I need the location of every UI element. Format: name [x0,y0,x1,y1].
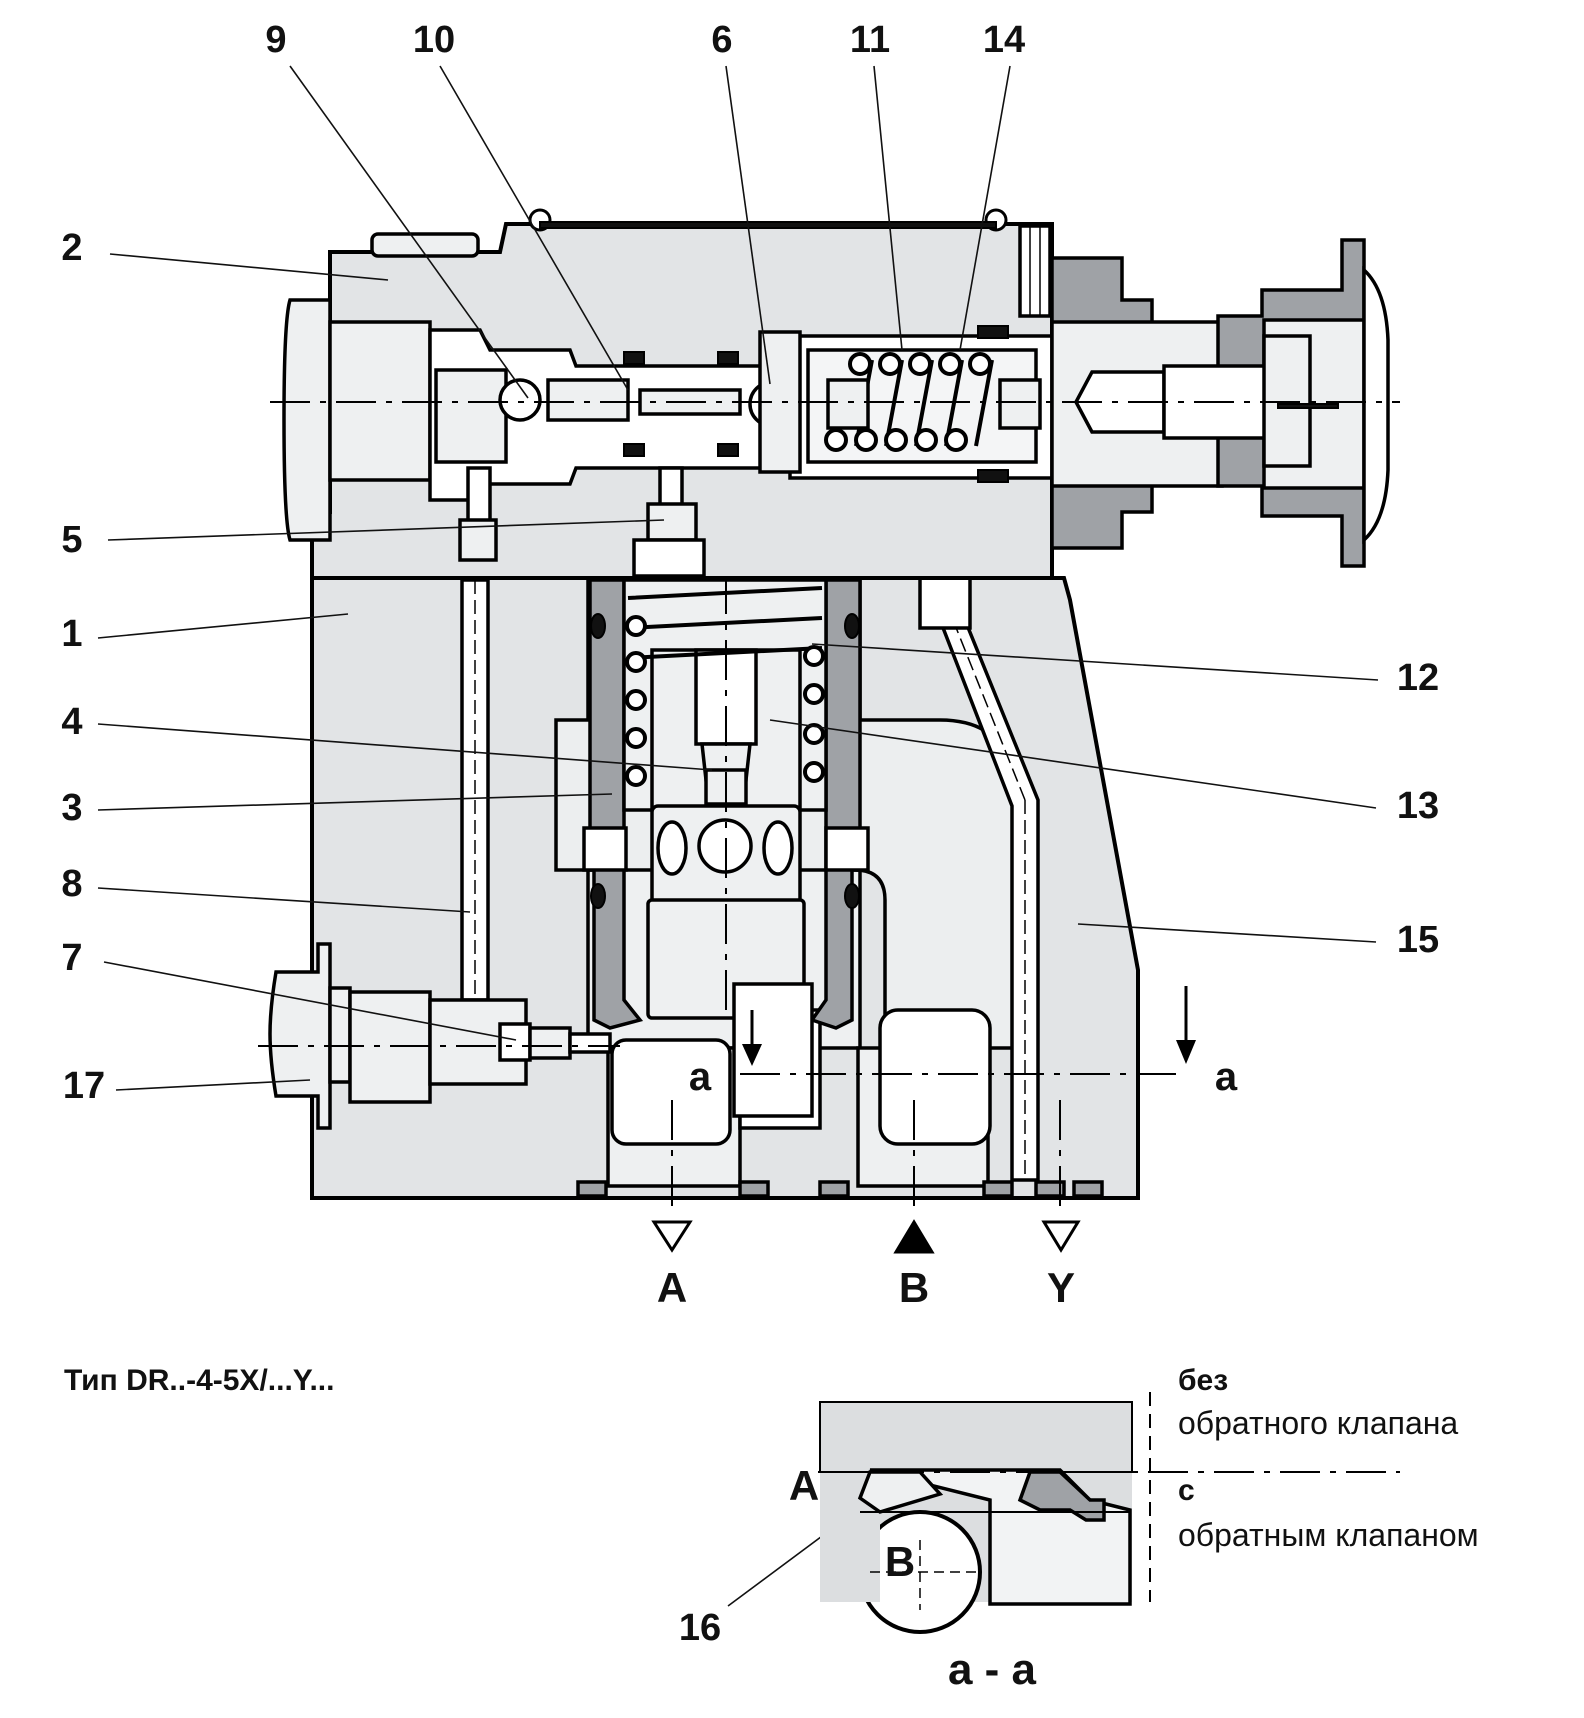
port-b-inlet-triangle [893,1219,935,1254]
callout-15: 15 [1397,919,1439,961]
callout-10: 10 [413,19,455,61]
callout-13: 13 [1397,785,1439,827]
port-y-label: Y [1047,1264,1075,1311]
section-marker-left-label: a [689,1055,712,1099]
section-port-b-label: B [885,1538,915,1585]
section-port-a-label: A [789,1462,819,1509]
port-y-outlet-triangle [1041,1220,1081,1253]
callout-12: 12 [1397,657,1439,699]
port-a-outlet-triangle [651,1220,693,1253]
callout-7: 7 [61,937,82,979]
callout-3: 3 [61,787,82,829]
port-a-label: A [657,1264,687,1311]
callout-11: 11 [850,19,890,61]
type-caption: Тип DR..-4-5X/...Y... [64,1364,334,1397]
callout-9: 9 [265,19,286,61]
section-marker-right-label: a [1215,1055,1238,1099]
port-b-label: B [899,1264,929,1311]
main-spool-assembly [582,574,870,1118]
callout-1: 1 [61,613,82,655]
callout-16: 16 [679,1607,721,1649]
callout-14: 14 [983,19,1025,61]
section-title: a - a [948,1645,1037,1694]
callout-17: 17 [63,1065,105,1107]
legend-with-text: обратным клапаном [1178,1517,1479,1553]
legend-without-bold: без [1178,1364,1228,1397]
section-marker-a-a: a a [689,986,1238,1099]
legend-with-bold: с [1178,1474,1195,1507]
callout-5: 5 [61,519,82,561]
pilot-valve-housing [282,208,1054,580]
pilot-channel-8 [460,578,490,1002]
callout-numbers: 9 10 6 11 14 2 5 1 4 3 8 7 17 12 13 15 1… [61,19,1439,1649]
legend-without-text: обратного клапана [1178,1405,1458,1441]
callout-8: 8 [61,863,82,905]
center-lines [258,401,1400,1210]
callout-2: 2 [61,227,82,269]
port-symbols: A B Y [651,1219,1081,1311]
check-valve-legend: без обратного клапана с обратным клапано… [1178,1364,1479,1553]
callout-4: 4 [61,701,82,743]
section-a-a-detail: A B a - a [789,1392,1400,1694]
callout-6: 6 [711,19,732,61]
leader-lines [97,65,1379,1607]
